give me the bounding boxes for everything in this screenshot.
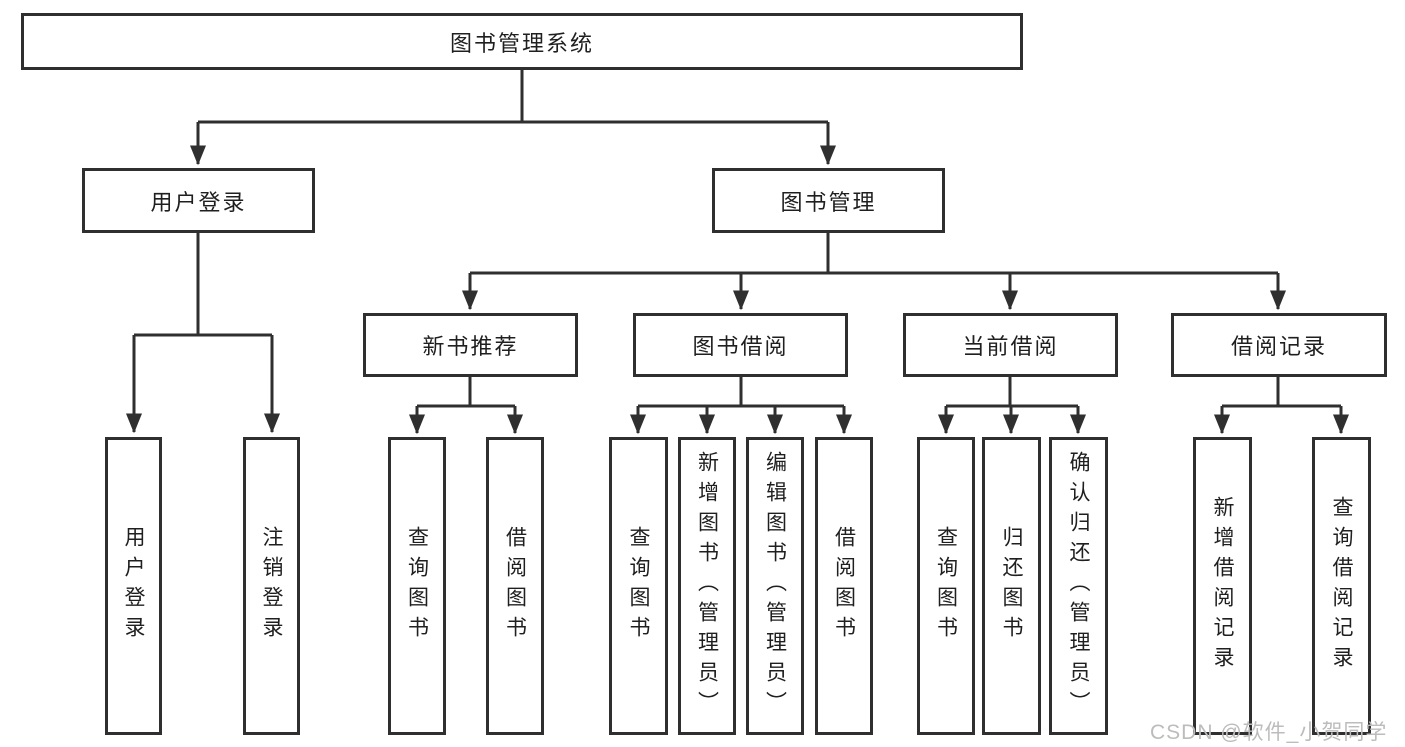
node-label: 借阅图书 [832,526,856,646]
leaf-confirm-return-admin: 确认归还（管理员） [1049,437,1108,735]
node-user-login: 用户登录 [82,168,315,233]
node-label: 图书借阅 [692,334,789,359]
node-library-system: 图书管理系统 [21,13,1023,70]
leaf-borrow-books-recommend: 借阅图书 [486,437,544,735]
node-label: 用户登录 [122,526,145,646]
node-book-management: 图书管理 [712,168,945,233]
leaf-add-book-admin: 新增图书（管理员） [678,437,736,735]
leaf-query-borrow-record: 查询借阅记录 [1312,437,1371,735]
node-book-borrowing: 图书借阅 [633,313,848,377]
leaf-query-books-current: 查询图书 [917,437,975,735]
node-label: 图书管理系统 [449,30,594,56]
node-label: 确认归还（管理员） [1067,451,1090,721]
node-label: 新书推荐 [422,334,519,359]
leaf-edit-book-admin: 编辑图书（管理员） [746,437,804,735]
leaf-user-login: 用户登录 [105,437,162,735]
leaf-borrow-books: 借阅图书 [815,437,873,735]
leaf-add-borrow-record: 新增借阅记录 [1193,437,1252,735]
node-label: 借阅图书 [503,526,527,646]
node-label: 用户登录 [150,189,247,215]
node-label: 归还图书 [1000,526,1023,646]
node-label: 查询图书 [405,526,429,646]
leaf-logout: 注销登录 [243,437,300,735]
csdn-watermark: CSDN @软件_小贺同学 [1150,721,1388,744]
node-borrowing-records: 借阅记录 [1171,313,1387,377]
node-current-borrowing: 当前借阅 [903,313,1118,377]
leaf-query-books-borrow: 查询图书 [609,437,668,735]
node-label: 注销登录 [260,526,283,646]
leaf-query-books-recommend: 查询图书 [388,437,446,735]
node-label: 查询图书 [627,526,650,646]
node-label: 当前借阅 [962,334,1059,359]
leaf-return-books: 归还图书 [982,437,1041,735]
node-label: 编辑图书（管理员） [763,451,787,721]
node-new-book-recommend: 新书推荐 [363,313,578,377]
node-label: 新增图书（管理员） [695,451,719,721]
node-label: 图书管理 [780,189,877,215]
node-label: 新增借阅记录 [1211,496,1234,676]
node-label: 借阅记录 [1230,334,1327,359]
node-label: 查询借阅记录 [1330,496,1353,676]
node-label: 查询图书 [934,526,958,646]
